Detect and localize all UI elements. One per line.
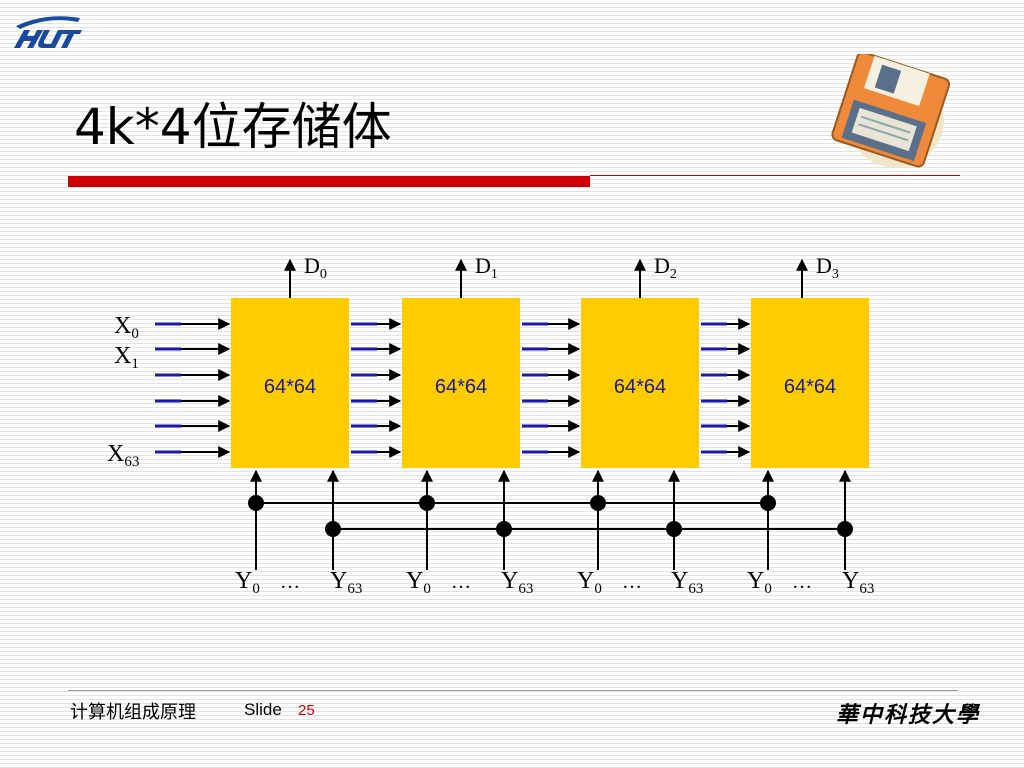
junction-dot (666, 521, 682, 537)
data-output-label: D0 (304, 253, 327, 282)
storage-block (402, 298, 520, 468)
junction-dot (325, 521, 341, 537)
footer-slide-number: 25 (298, 702, 315, 719)
slide-title: 4k*4位存储体 (74, 98, 392, 156)
storage-block-label: 64*64 (264, 376, 316, 398)
column-input-ellipsis: … (451, 571, 471, 593)
junction-dot (419, 495, 435, 511)
hust-logo-icon (14, 16, 82, 48)
row-input-label: X63 (107, 441, 139, 470)
column-input-label-first: Y0 (406, 568, 431, 597)
storage-blocks: 64*64 64*64 64*64 64*64 (231, 298, 869, 468)
column-select-lines (248, 469, 853, 570)
footer-slide-label: Slide (244, 700, 282, 719)
junction-dot (590, 495, 606, 511)
title-underline-thin (590, 175, 960, 176)
storage-block (751, 298, 869, 468)
junction-dot (837, 521, 853, 537)
junction-dot (760, 495, 776, 511)
storage-block-label: 64*64 (614, 376, 666, 398)
storage-block-label: 64*64 (784, 376, 836, 398)
floppy-disk-icon (831, 54, 951, 168)
column-input-label-first: Y0 (577, 568, 602, 597)
row-select-lines (155, 318, 751, 458)
footer-divider (68, 690, 958, 691)
column-input-ellipsis: … (792, 571, 812, 593)
storage-block (581, 298, 699, 468)
row-input-label: X1 (114, 343, 139, 372)
junction-dot (248, 495, 264, 511)
title-underline-bar (68, 176, 590, 187)
data-output-label: D3 (816, 253, 839, 282)
column-input-label-last: Y63 (671, 568, 703, 597)
column-input-label-last: Y63 (330, 568, 362, 597)
junction-dot (496, 521, 512, 537)
footer-university-name: 華中科技大學 (836, 702, 981, 728)
column-input-label-first: Y0 (747, 568, 772, 597)
data-output-label: D1 (475, 253, 498, 282)
storage-block-label: 64*64 (435, 376, 487, 398)
footer-course-name: 计算机组成原理 (70, 702, 196, 722)
storage-block (231, 298, 349, 468)
column-input-ellipsis: … (622, 571, 642, 593)
data-output-lines (284, 258, 808, 298)
row-input-label: X0 (114, 313, 139, 342)
column-input-label-last: Y63 (501, 568, 533, 597)
column-input-ellipsis: … (280, 571, 300, 593)
column-input-label-first: Y0 (235, 568, 260, 597)
data-output-label: D2 (654, 253, 677, 282)
column-input-label-last: Y63 (842, 568, 874, 597)
